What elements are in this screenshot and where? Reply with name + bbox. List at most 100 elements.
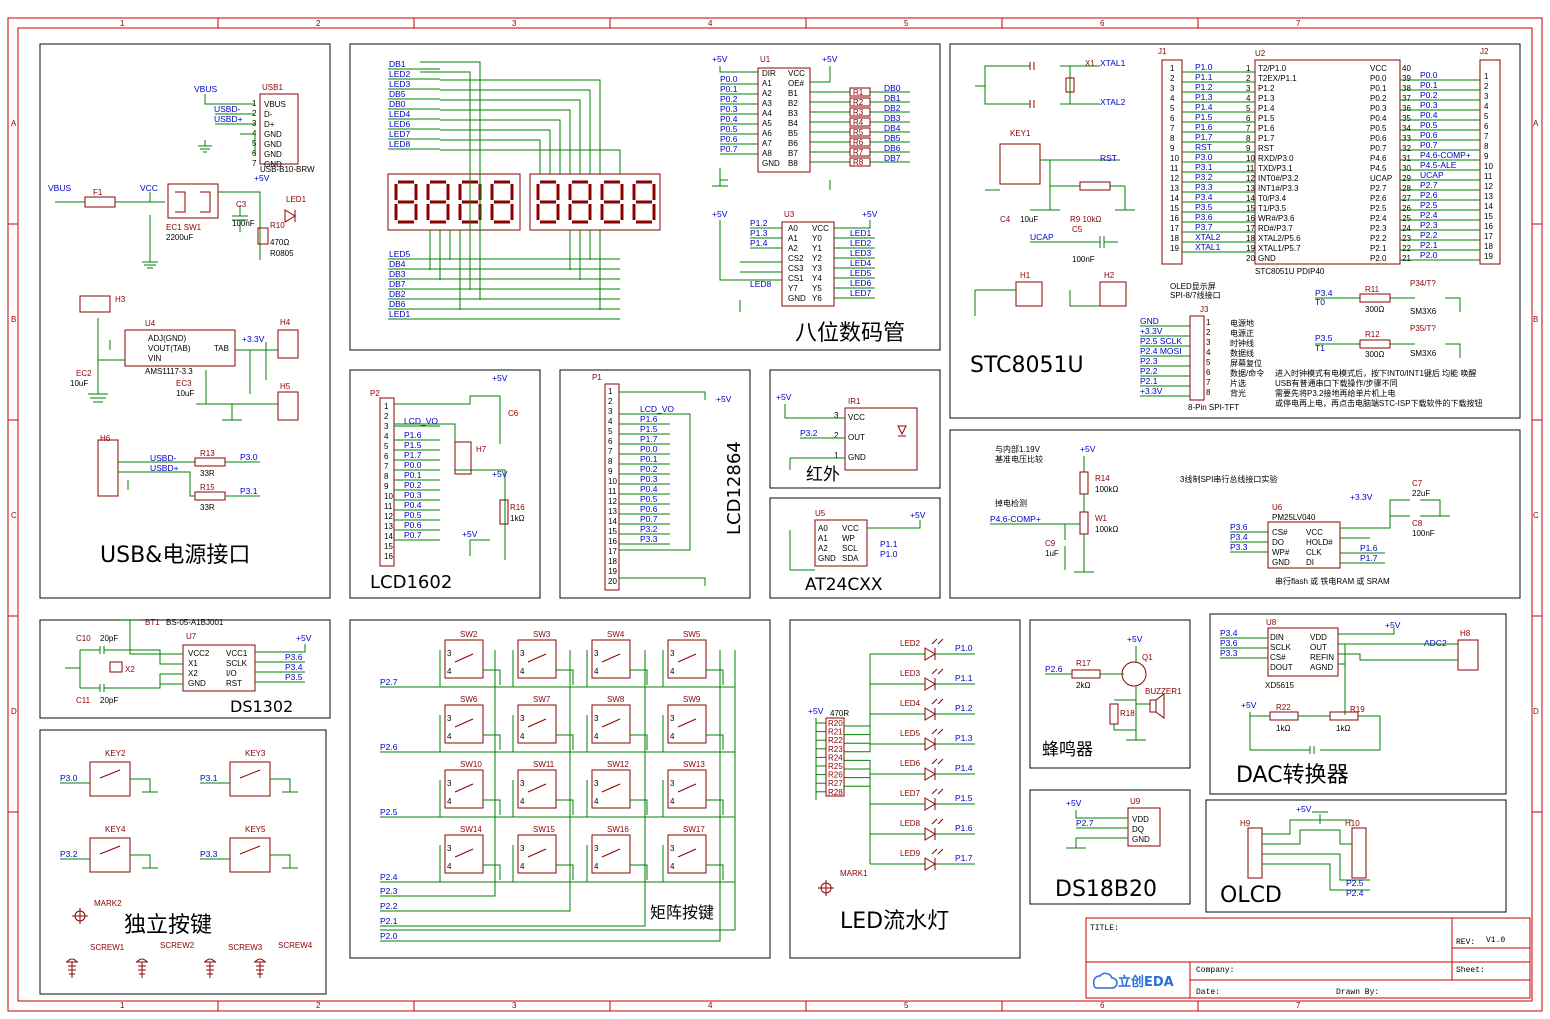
j1-net: P1.0 <box>1195 62 1213 72</box>
j3-pin-number: 3 <box>1206 338 1211 347</box>
ir1-pin-label: VCC <box>848 413 865 422</box>
u2-part: STC8051U PDIP40 <box>1255 267 1325 276</box>
u6-pin-left: CS# <box>1272 528 1288 537</box>
u2-pin-number: 27 <box>1402 194 1411 203</box>
usb1-pin-label: D- <box>264 110 273 119</box>
matrix-pin-number: 3 <box>447 779 452 788</box>
seg-left-net: LED2 <box>389 69 411 79</box>
u6-left-net: P3.3 <box>1230 542 1248 552</box>
j1-pin-number: 3 <box>1170 84 1175 93</box>
matrix-pin-number: 4 <box>447 797 452 806</box>
r19-ref: R19 <box>1350 705 1365 714</box>
p34-net: P3.4 <box>1315 288 1333 298</box>
j3-description: 电源地 <box>1230 318 1254 328</box>
array-resistor <box>849 87 871 97</box>
lcd12864-circuit: P1 1234567891011121314151617181920LCD_VO… <box>592 373 745 591</box>
u8-pin-left: SCLK <box>1270 643 1292 652</box>
u7-pin-left: X1 <box>188 659 198 668</box>
usb1-connector <box>259 93 299 165</box>
lcd12864-net: P0.3 <box>640 474 658 484</box>
p1-pin-number: 2 <box>608 397 613 406</box>
lcd1602-p5v-c: +5V <box>462 529 478 539</box>
ruler-col-bottom: 1 <box>120 1001 125 1010</box>
r11-ref: R11 <box>1365 285 1380 294</box>
u2-pin-left: T2EX/P1.1 <box>1258 74 1297 83</box>
p2-pin-number: 5 <box>384 442 389 451</box>
j2-net: P0.6 <box>1420 130 1438 140</box>
u1-pin-right: B2 <box>788 99 798 108</box>
u1-input-net: P0.4 <box>720 114 738 124</box>
p2-pin-number: 6 <box>384 452 389 461</box>
lcd12864-net: P1.6 <box>640 414 658 424</box>
j3-description: 屏幕复位 <box>1230 358 1262 368</box>
j2-net: P2.5 <box>1420 200 1438 210</box>
keys-section-title: 独立按键 <box>124 913 212 938</box>
j2-net: P2.3 <box>1420 220 1438 230</box>
mark2: MARK2 <box>72 899 122 924</box>
j3-net: +3.3V <box>1140 326 1163 336</box>
j2-pin-number: 12 <box>1484 182 1493 191</box>
h9-header <box>1247 827 1263 879</box>
lcd12864-net: P0.2 <box>640 464 658 474</box>
p1-pin-number: 9 <box>608 467 613 476</box>
key-ref: KEY5 <box>245 825 266 834</box>
u3-pin-right: VCC <box>812 224 829 233</box>
j3-pin-number: 5 <box>1206 358 1211 367</box>
u2-pin-right: P0.0 <box>1370 74 1387 83</box>
db-net: DB3 <box>884 113 901 123</box>
array-resistor-ref: R4 <box>853 118 864 127</box>
j3-net: P2.3 <box>1140 356 1158 366</box>
ruler-col-bottom: 7 <box>1296 1001 1301 1010</box>
matrix-section-box <box>349 619 771 959</box>
usbdm-net: USBD- <box>214 104 241 114</box>
screw-icon <box>66 958 78 978</box>
j2-pin-number: 18 <box>1484 242 1493 251</box>
seg-digit <box>490 180 514 224</box>
sw34-part: SM3X6 <box>1410 307 1437 316</box>
matrix-switch-ref: SW8 <box>607 695 625 704</box>
dac-section-title: DAC转换器 <box>1236 763 1349 788</box>
p1-pin-number: 16 <box>608 537 617 546</box>
ruler-col-top: 3 <box>512 19 517 28</box>
u2-pin-number: 16 <box>1246 214 1255 223</box>
j3-pin-number: 1 <box>1206 318 1211 327</box>
u6-left-net: P3.6 <box>1230 522 1248 532</box>
u3-ref: U3 <box>784 210 795 219</box>
u6-ref: U6 <box>1272 503 1283 512</box>
u7-pin-right: SCLK <box>226 659 248 668</box>
j3-description: 片选 <box>1230 378 1246 388</box>
u4-ref: U4 <box>145 319 156 328</box>
u1-input-net: P0.2 <box>720 94 738 104</box>
u1-p5v-a: +5V <box>712 54 728 64</box>
c11-ref: C11 <box>76 696 91 705</box>
matrix-pin-number: 3 <box>447 844 452 853</box>
seg-display-right <box>529 173 661 231</box>
c4-ref: C4 <box>1000 215 1011 224</box>
u2-pin-number: 25 <box>1402 214 1411 223</box>
u8-net: P3.6 <box>1220 638 1238 648</box>
j2-pin-number: 7 <box>1484 132 1489 141</box>
p2-pin-number: 16 <box>384 552 393 561</box>
u1-pin-right: B5 <box>788 129 798 138</box>
j3-description: 时钟线 <box>1230 338 1254 348</box>
vbus2-net: VBUS <box>48 183 71 193</box>
j2-pin-number: 17 <box>1484 232 1493 241</box>
u2-pin-number: 31 <box>1402 154 1411 163</box>
matrix-pin-number: 3 <box>447 649 452 658</box>
seg-bottom-net: LED5 <box>389 249 411 259</box>
p1-header <box>604 383 620 591</box>
matrix-switch-ref: SW13 <box>683 760 705 769</box>
r15-ref: R15 <box>200 483 215 492</box>
u3-pin-right: Y0 <box>812 234 822 243</box>
detect-label: 掉电检测 <box>995 498 1027 508</box>
screw-icon <box>204 958 216 978</box>
lcd12864-p5v: +5V <box>716 394 732 404</box>
